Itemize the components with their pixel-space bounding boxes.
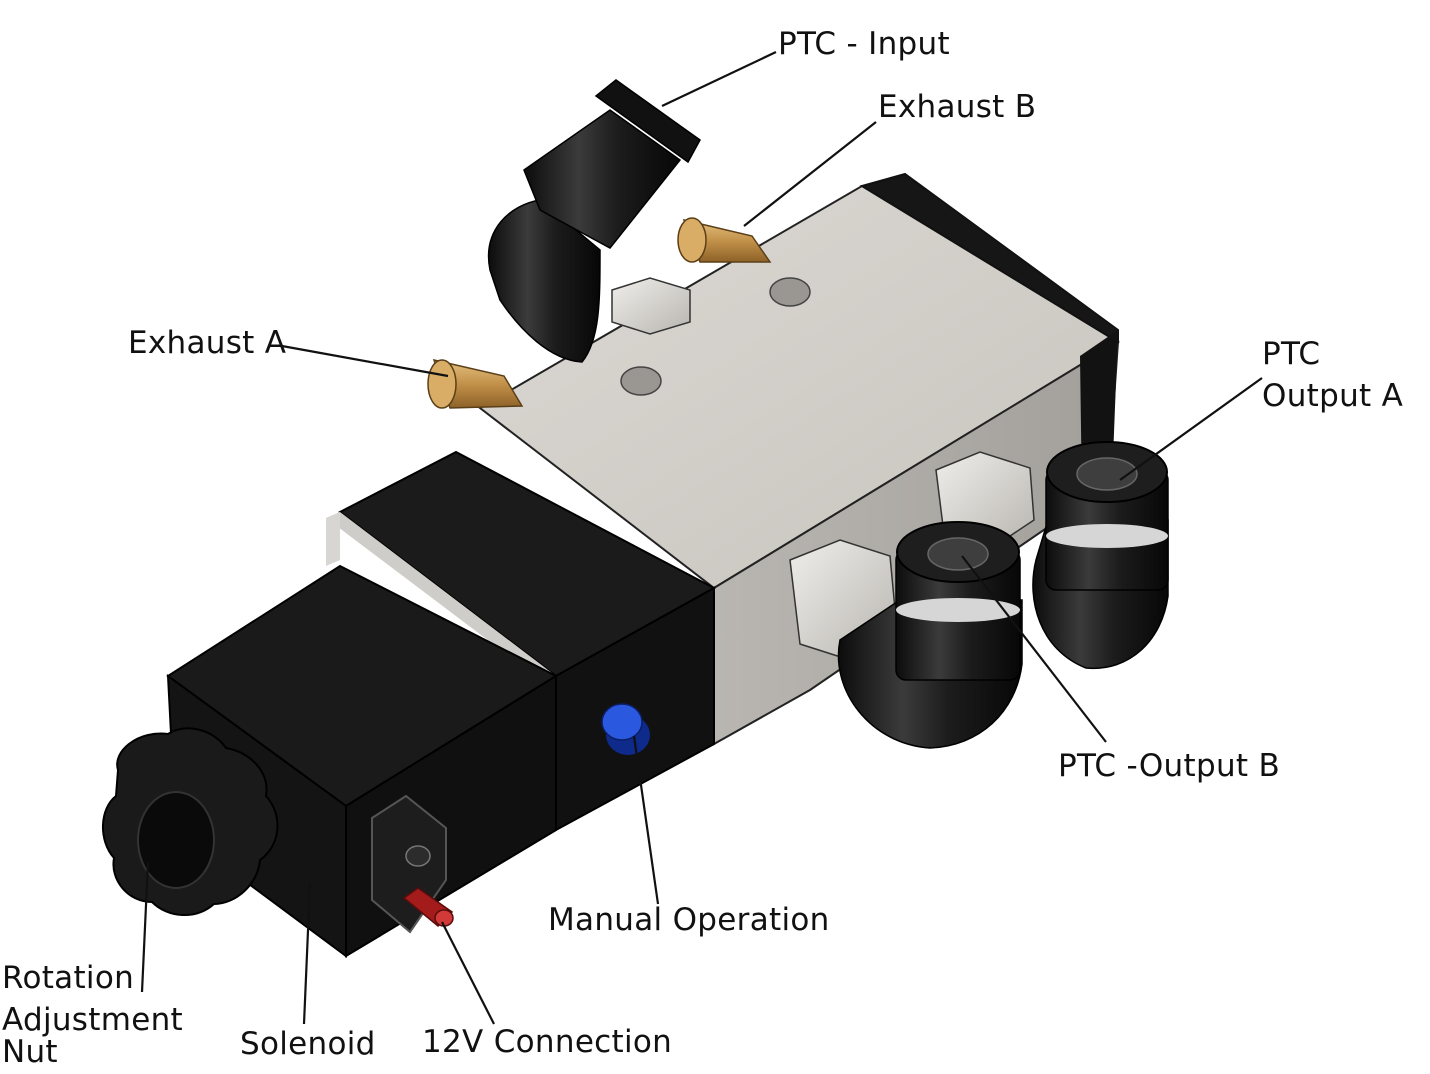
label-exhaust-b: Exhaust B [878, 89, 1037, 125]
label-rotation-line3: Nut [2, 1034, 58, 1070]
exhaust-b-muffler [677, 217, 772, 263]
ptc-input-fitting [487, 79, 701, 363]
label-ptc-output-a-line2: Output A [1262, 378, 1404, 414]
mounting-hole [769, 277, 811, 307]
exhaust-a-muffler [427, 358, 524, 409]
manual-operation-button [601, 703, 650, 755]
ptc-output-b-fitting [837, 521, 1023, 749]
input-collet [594, 79, 701, 164]
leader-ptc-output-a [1119, 377, 1263, 481]
mounting-hole [620, 366, 662, 396]
leader-exhaust-b [743, 121, 877, 227]
leader-exhaust-a [281, 344, 449, 378]
connector-pin-black [405, 845, 431, 867]
leader-manual-operation [632, 735, 660, 905]
label-ptc-output-b: PTC -Output B [1058, 748, 1281, 784]
connector-pin-12v [402, 887, 454, 928]
ptc-output-a-fitting [1032, 441, 1169, 670]
leader-lines [140, 51, 1263, 1025]
label-ptc-output-a-line1: PTC [1262, 336, 1321, 372]
label-12v-connection: 12V Connection [422, 1024, 673, 1060]
leader-solenoid [302, 883, 312, 1025]
label-rotation-line1: Rotation [2, 960, 135, 996]
rotation-adjustment-nut [101, 727, 279, 917]
label-ptc-input: PTC - Input [778, 26, 950, 62]
label-exhaust-a: Exhaust A [128, 325, 287, 361]
label-rotation-line2: Adjustment [2, 1002, 183, 1038]
label-solenoid: Solenoid [240, 1026, 376, 1062]
leader-ptc-input [661, 51, 777, 107]
input-hex-nut [611, 277, 691, 335]
leader-rotation-nut [140, 861, 150, 993]
label-manual-operation: Manual Operation [548, 902, 830, 938]
leader-12v-connection [441, 921, 495, 1025]
leader-ptc-output-b [961, 555, 1107, 743]
nut-bore [137, 791, 215, 889]
